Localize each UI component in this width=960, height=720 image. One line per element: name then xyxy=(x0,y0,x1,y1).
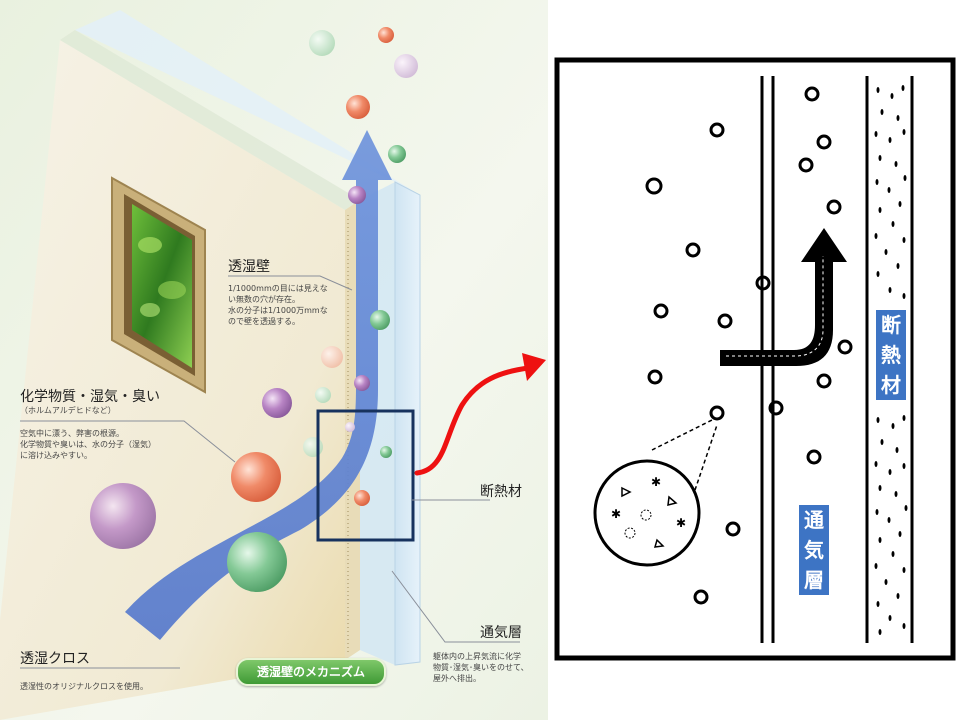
ventilation-desc-line: 躯体内の上昇気流に化学 xyxy=(433,652,521,661)
insulation-vertical-label: 断 熱 材 xyxy=(876,310,906,400)
insulation-speckles xyxy=(874,85,908,635)
svg-text:✱: ✱ xyxy=(651,475,661,489)
ventilation-char: 層 xyxy=(804,568,824,592)
chemicals-label: 化学物質・湿気・臭い xyxy=(20,386,160,406)
cloth-title: 透湿クロス xyxy=(20,651,90,667)
mechanism-badge: 透湿壁のメカニズム xyxy=(236,658,386,686)
mechanism-illustration: 透湿壁 1/1000mmの目には見えな い無数の穴が存在。 水の分子は1/100… xyxy=(0,0,548,720)
molecule-circles xyxy=(645,86,853,605)
wall-title: 透湿壁 xyxy=(228,259,270,275)
airflow-arrow xyxy=(720,228,847,366)
svg-text:✱: ✱ xyxy=(676,516,686,530)
ventilation-title: 通気層 xyxy=(480,625,522,641)
cloth-description: 透湿性のオリジナルクロスを使用。 xyxy=(20,682,148,691)
chemicals-subtitle: （ホルムアルデヒドなど） xyxy=(20,406,116,415)
magnified-circle xyxy=(593,459,701,567)
chemicals-description: 空気中に漂う、弊害の根源。 化学物質や臭いは、水の分子（湿気） に溶け込みやすい… xyxy=(20,428,156,461)
chemicals-desc-line: に溶け込みやすい。 xyxy=(20,451,92,460)
insulation-char: 断 xyxy=(881,313,901,337)
wall-label: 透湿壁 xyxy=(228,256,270,276)
wall-desc-line: 水の分子は1/1000万mmな xyxy=(228,306,328,315)
ventilation-description: 躯体内の上昇気流に化学 物質･湿気･臭いをのせて、 屋外へ排出。 xyxy=(433,651,529,684)
ventilation-vertical-label: 通 気 層 xyxy=(799,505,829,595)
chemicals-desc-line: 空気中に漂う、弊害の根源。 xyxy=(20,429,124,438)
ventilation-desc-line: 屋外へ排出。 xyxy=(433,674,481,683)
wall-desc-line: ので壁を透過する。 xyxy=(228,317,300,326)
magnified-particles: ✱ ✱ ✱ xyxy=(611,475,686,548)
insulation-char: 材 xyxy=(881,373,901,397)
chemicals-title: 化学物質・湿気・臭い xyxy=(20,389,160,405)
insulation-title: 断熱材 xyxy=(480,484,522,500)
wall-desc-line: い無数の穴が存在。 xyxy=(228,295,300,304)
wall-description: 1/1000mmの目には見えな い無数の穴が存在。 水の分子は1/1000万mm… xyxy=(228,283,328,327)
svg-text:✱: ✱ xyxy=(611,507,621,521)
ventilation-desc-line: 物質･湿気･臭いをのせて、 xyxy=(433,663,529,672)
wall-desc-line: 1/1000mmの目には見えな xyxy=(228,284,328,293)
ventilation-char: 気 xyxy=(804,538,824,562)
ventilation-char: 通 xyxy=(804,508,824,532)
insulation-char: 熱 xyxy=(881,343,901,367)
chemicals-desc-line: 化学物質や臭いは、水の分子（湿気） xyxy=(20,440,156,449)
illustration-graphic xyxy=(0,0,548,720)
